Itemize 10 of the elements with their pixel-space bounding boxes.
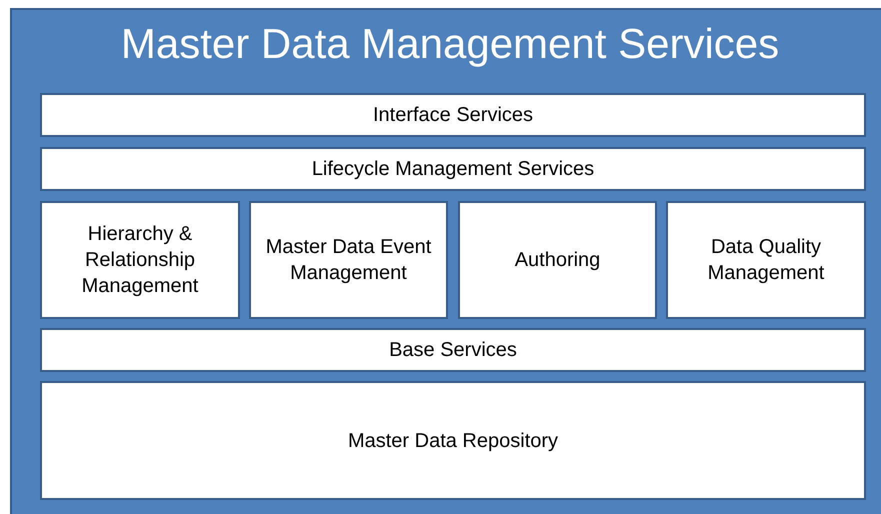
service-box: Hierarchy & Relationship Management bbox=[40, 201, 240, 319]
panel-title: Master Data Management Services bbox=[120, 19, 780, 69]
services-panel bbox=[10, 8, 881, 514]
service-box: Lifecycle Management Services bbox=[40, 147, 866, 191]
service-box: Base Services bbox=[40, 328, 866, 372]
service-box: Master Data Repository bbox=[40, 381, 866, 500]
service-box: Data Quality Management bbox=[666, 201, 866, 319]
service-box: Master Data Event Management bbox=[249, 201, 448, 319]
service-box: Interface Services bbox=[40, 93, 866, 137]
service-box: Authoring bbox=[458, 201, 657, 319]
